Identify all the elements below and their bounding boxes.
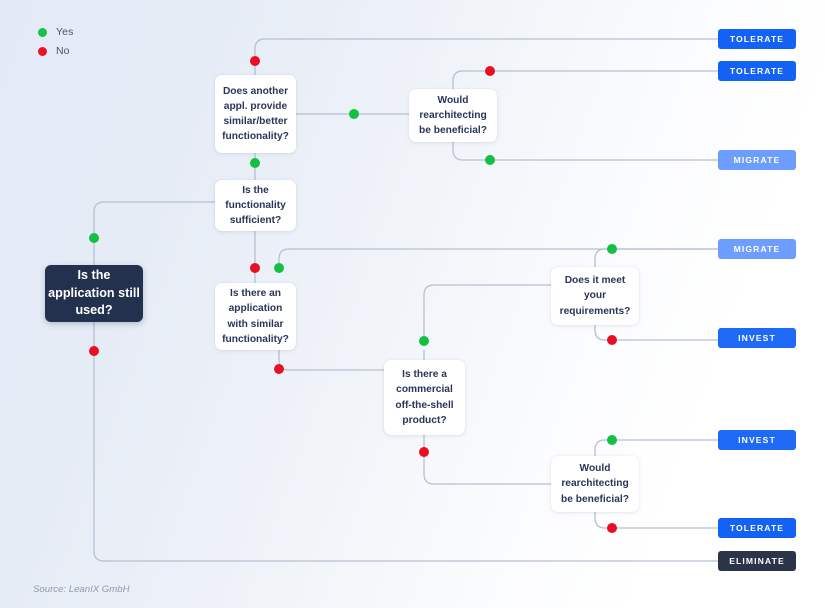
decision-node-similar-application-label: Is there an application with similar fun… <box>222 288 289 345</box>
outcome-tolerate-2-label: TOLERATE <box>729 66 785 76</box>
marker-func-suff-no <box>250 263 260 273</box>
outcome-migrate-2-label: MIGRATE <box>733 244 781 254</box>
decision-node-functionality-sufficient[interactable]: Is the functionality sufficient? <box>215 180 296 231</box>
decision-node-similar-application[interactable]: Is there an application with similar fun… <box>215 283 296 350</box>
marker-another-appl-right-yes <box>349 109 359 119</box>
marker-another-appl-yes <box>250 158 260 168</box>
legend-yes-dot-icon <box>38 27 47 37</box>
outcome-invest-2-label: INVEST <box>738 435 776 445</box>
outcome-invest-2[interactable]: INVEST <box>718 430 796 450</box>
decision-node-cots-product-label: Is there a commercial off-the-shell prod… <box>395 369 454 426</box>
marker-cots-no <box>419 447 429 457</box>
decision-node-meet-requirements-label: Does it meet your requirements? <box>559 275 631 317</box>
marker-rearch-top-yes <box>485 155 495 165</box>
marker-similar-app-yes <box>419 336 429 346</box>
decision-node-another-appl[interactable]: Does another appl. provide similar/bette… <box>215 75 296 153</box>
outcome-tolerate-1-label: TOLERATE <box>729 34 785 44</box>
outcome-tolerate-1[interactable]: TOLERATE <box>718 29 796 49</box>
outcome-eliminate-1[interactable]: ELIMINATE <box>718 551 796 571</box>
marker-rearch-bottom-no <box>607 523 617 533</box>
decision-node-another-appl-label: Does another appl. provide similar/bette… <box>222 85 289 143</box>
outcome-tolerate-3[interactable]: TOLERATE <box>718 518 796 538</box>
outcome-migrate-1-label: MIGRATE <box>733 155 781 165</box>
marker-meet-req-no <box>607 335 617 345</box>
decision-node-functionality-sufficient-label: Is the functionality sufficient? <box>225 184 286 227</box>
legend-item-no: No <box>38 45 73 57</box>
legend: Yes No <box>38 26 73 64</box>
start-node-label: Is the application still used? <box>48 267 140 318</box>
marker-rearch-bottom-yes <box>607 435 617 445</box>
start-node-application-still-used[interactable]: Is the application still used? <box>45 265 143 322</box>
decision-node-rearchitect-bottom[interactable]: Would rearchitecting be beneficial? <box>551 456 639 512</box>
outcome-migrate-1[interactable]: MIGRATE <box>718 150 796 170</box>
marker-similar-app-no <box>274 364 284 374</box>
legend-yes-label: Yes <box>56 26 74 38</box>
outcome-tolerate-2[interactable]: TOLERATE <box>718 61 796 81</box>
source-attribution: Source: LeanIX GmbH <box>33 584 130 595</box>
marker-start-yes <box>89 233 99 243</box>
marker-start-no <box>89 346 99 356</box>
decision-node-rearchitect-top-label: Would rearchitecting be beneficial? <box>419 94 487 137</box>
marker-another-appl-no <box>250 56 260 66</box>
legend-no-label: No <box>56 45 70 57</box>
decision-node-rearchitect-top[interactable]: Would rearchitecting be beneficial? <box>409 89 497 142</box>
outcome-invest-1-label: INVEST <box>738 333 776 343</box>
decision-node-rearchitect-bottom-label: Would rearchitecting be beneficial? <box>561 463 629 505</box>
marker-rearch-top-no <box>485 66 495 76</box>
marker-meet-req-yes <box>607 244 617 254</box>
legend-no-dot-icon <box>38 46 47 56</box>
outcome-eliminate-1-label: ELIMINATE <box>729 556 785 566</box>
outcome-invest-1[interactable]: INVEST <box>718 328 796 348</box>
outcome-tolerate-3-label: TOLERATE <box>729 523 785 533</box>
outcome-migrate-2[interactable]: MIGRATE <box>718 239 796 259</box>
decision-node-cots-product[interactable]: Is there a commercial off-the-shell prod… <box>384 360 465 435</box>
marker-func-suff-yes <box>274 263 284 273</box>
legend-item-yes: Yes <box>38 26 73 38</box>
decision-node-meet-requirements[interactable]: Does it meet your requirements? <box>551 267 639 325</box>
